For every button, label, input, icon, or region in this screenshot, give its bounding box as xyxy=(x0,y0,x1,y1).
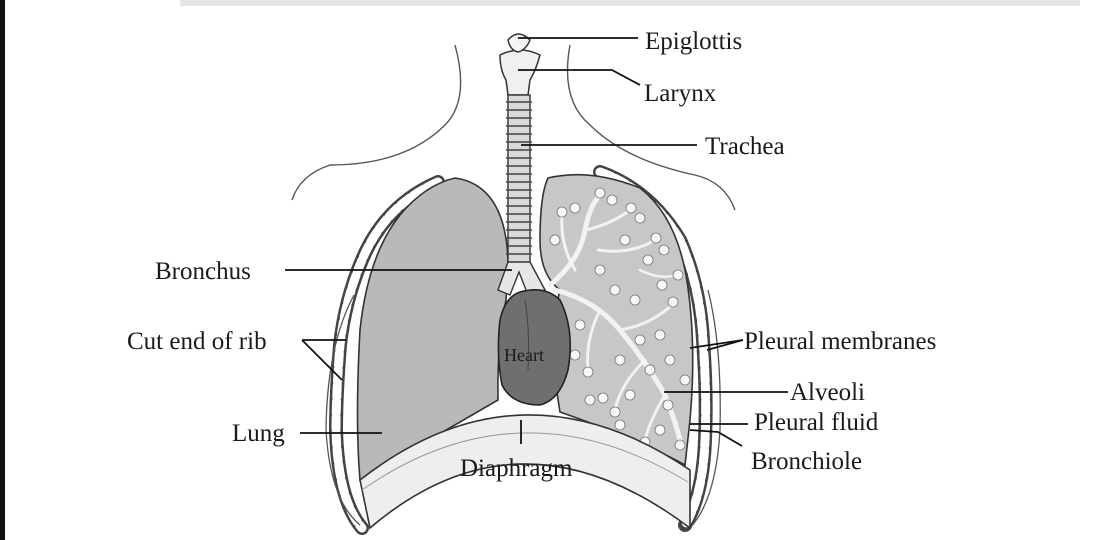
alveoli-clusters xyxy=(549,187,691,451)
right-neck-shoulder xyxy=(566,44,736,211)
larynx-shape xyxy=(499,49,541,96)
pleural-membranes-label: Pleural membranes xyxy=(744,328,936,355)
leader-lines xyxy=(285,37,788,447)
labels: Epiglottis Larynx Trachea Bronchus Cut e… xyxy=(127,28,936,482)
left-rib-cage xyxy=(325,175,445,535)
left-rib-segments xyxy=(331,177,443,533)
pleural-fluid-label: Pleural fluid xyxy=(754,409,879,436)
body-outline xyxy=(291,44,736,211)
alveoli-label: Alveoli xyxy=(790,379,865,406)
bronchiole-label: Bronchiole xyxy=(751,448,862,475)
cut-end-of-rib-label: Cut end of rib xyxy=(127,328,267,355)
diaphragm-shape xyxy=(359,414,691,530)
epiglottis-label: Epiglottis xyxy=(645,28,742,55)
left-neck-shoulder xyxy=(291,44,462,201)
diaphragm-label: Diaphragm xyxy=(460,455,573,482)
pleural-leader-1 xyxy=(689,339,744,349)
epiglottis-shape xyxy=(507,33,531,53)
bronchiole-leader xyxy=(689,429,743,447)
trachea-rings xyxy=(506,101,532,255)
larynx-label: Larynx xyxy=(644,80,717,107)
left-outer-chest-line xyxy=(325,294,361,526)
heart-shape xyxy=(497,289,572,406)
diaphragm-inner-line xyxy=(361,432,689,491)
bronchus-label: Bronchus xyxy=(155,258,251,285)
trachea-label: Trachea xyxy=(705,133,785,160)
larynx-leader xyxy=(518,69,641,86)
pleural-leader-2 xyxy=(706,339,744,351)
heart-groove xyxy=(524,299,530,371)
bronchiole-tree xyxy=(547,192,683,443)
lung-label: Lung xyxy=(232,420,285,447)
rib-leader-2 xyxy=(301,339,343,381)
heart-label: Heart xyxy=(504,345,544,365)
right-outer-chest-line xyxy=(689,289,721,529)
